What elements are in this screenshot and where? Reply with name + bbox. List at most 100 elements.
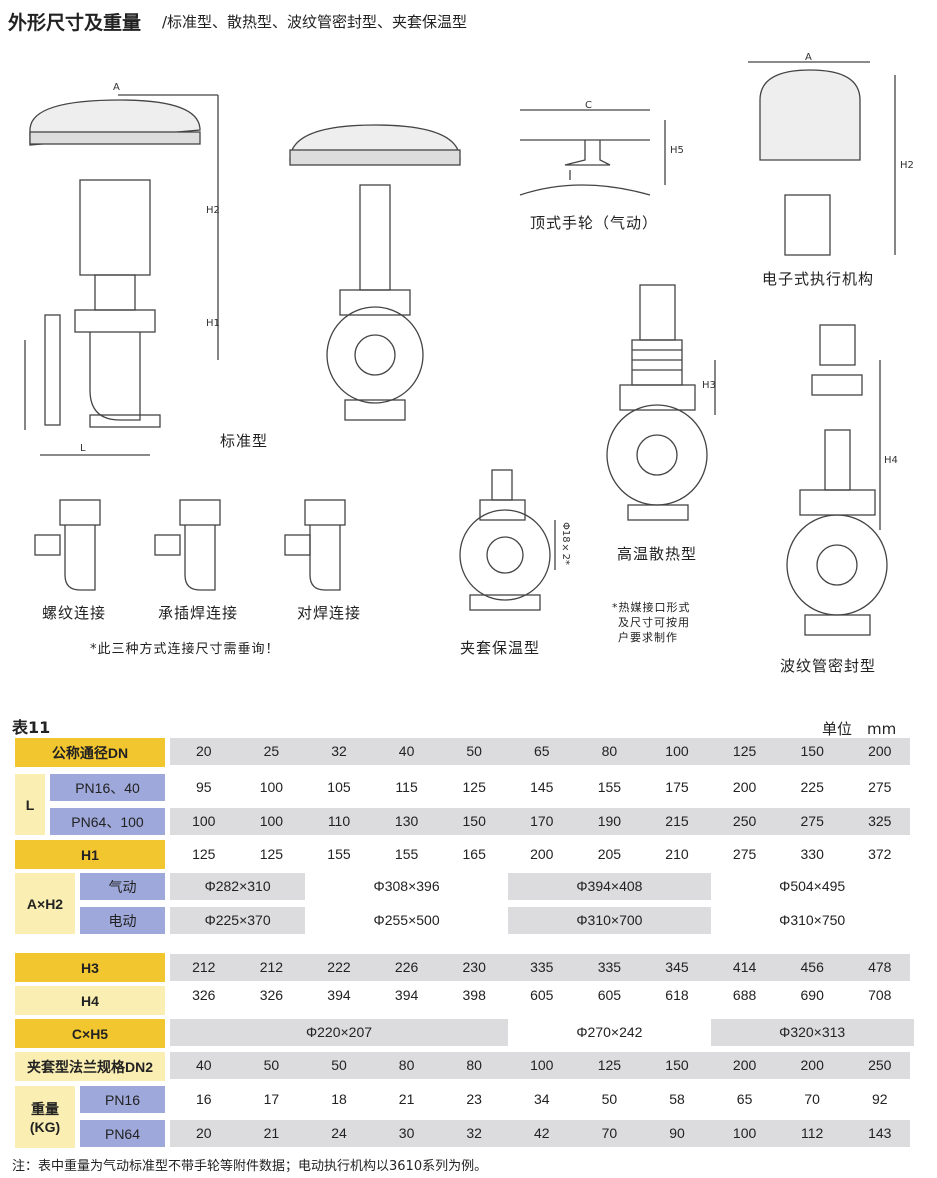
table-cell: 394 [394,987,419,1003]
label-l: L [15,774,45,835]
heat-note-line: 户要求制作 [618,631,678,644]
table-cell: 40 [196,1057,212,1073]
unit-label: 单位 mm [822,720,897,738]
table-cell: 100 [259,779,284,795]
cell-background [508,907,711,934]
table-cell: 20 [196,1125,212,1141]
table-cell: 125 [597,1057,622,1073]
top-handwheel-drawing [519,109,666,196]
table-cell: Φ308×396 [373,878,440,894]
table-cell: 90 [669,1125,685,1141]
connection-note: *此三种方式连接尺寸需垂询！ [90,642,280,657]
table-cell: 150 [665,1057,689,1073]
table-cell: 18 [331,1091,347,1107]
dim-h3: H3 [702,380,716,391]
table-cell: 230 [462,959,486,975]
table-cell: 335 [530,959,554,975]
caption-high-temp: 高温散热型 [617,545,698,563]
table-cell: 130 [394,813,419,829]
table-cell: 20 [196,743,212,759]
dim-h1: H1 [206,318,220,329]
table-cell: 205 [597,846,622,862]
caption-socket: 承插焊连接 [158,604,239,622]
dim-c: C [585,100,592,111]
table-cell: Φ270×242 [576,1024,643,1040]
table-cell: 150 [800,743,824,759]
table-cell: Φ225×370 [204,912,271,928]
table-cell: 200 [868,743,892,759]
table-cell: 32 [331,743,347,759]
table-cell: 58 [669,1091,685,1107]
dim-h2: H2 [206,205,220,216]
table-cell: 605 [530,987,554,1003]
table-cell: 17 [263,1091,280,1107]
table-cell: 165 [462,846,486,862]
label-electric: 电动 [80,907,165,934]
table-cell: 30 [398,1125,415,1141]
label-a-h2: A×H2 [15,873,75,934]
table-cell: 145 [530,779,554,795]
handwheel-drawing [289,124,461,421]
table-cell: 80 [398,1057,415,1073]
dim-a-electric: A [805,52,812,63]
table-cell: Φ310×700 [576,912,643,928]
table-cell: 32 [466,1125,482,1141]
header-dn: 公称通径DN [15,738,165,767]
row-background [170,1052,910,1079]
table-cell: 21 [398,1091,415,1107]
caption-butt: 对焊连接 [297,604,362,622]
table-cell: 175 [665,779,689,795]
table-cell: 115 [395,779,418,795]
table-cell: 105 [327,779,351,795]
table-cell: Φ255×500 [373,912,440,928]
table-cell: 605 [597,987,622,1003]
table-cell: 372 [868,846,892,862]
caption-bellows: 波纹管密封型 [780,657,877,675]
table-cell: 155 [394,846,419,862]
table-cell: 335 [597,959,622,975]
table-cell: 326 [192,987,216,1003]
cell-background [170,907,306,934]
table-cell: 80 [466,1057,482,1073]
caption-standard: 标准型 [220,432,269,450]
table-cell: 65 [736,1091,753,1107]
table-cell: 210 [665,846,689,862]
table-cell: 143 [868,1125,892,1141]
standard-valve-drawing [24,94,219,456]
table-cell: 125 [192,846,216,862]
cell-background [710,1019,914,1046]
table-cell: 690 [800,987,824,1003]
table-cell: Φ320×313 [779,1024,846,1040]
table-cell: 250 [732,813,757,829]
table-cell: Φ220×207 [305,1024,373,1040]
table-cell: 275 [800,813,824,829]
valve-drawings [24,61,896,636]
dim-h4: H4 [884,455,898,466]
heat-note-line: *热媒接口形式 [612,601,691,614]
table-cell: 100 [192,813,216,829]
table-cell: 95 [196,779,212,795]
table-cell: 23 [466,1091,482,1107]
table-cell: Φ282×310 [204,878,271,894]
table-cell: 222 [327,959,351,975]
label-h1: H1 [15,840,165,869]
table-cell: 24 [331,1125,347,1141]
label-pneumatic: 气动 [80,873,165,900]
label-dn2: 夹套型法兰规格DN2 [15,1052,165,1081]
table-cell: 155 [327,846,351,862]
table-cell: 190 [597,813,622,829]
table-cell: 110 [327,813,351,829]
table-cell: 330 [800,846,824,862]
label-weight-pn64: PN64 [80,1120,165,1147]
label-h3: H3 [15,953,165,982]
table-cell: 200 [732,1057,757,1073]
label-weight: 重量 (KG) [15,1086,75,1148]
table-cell: 50 [263,1057,280,1073]
table-cell: 155 [597,779,622,795]
heat-note-line: 及尺寸可按用 [618,616,690,629]
dim-l: L [80,443,86,454]
table-cell: 70 [601,1125,618,1141]
table-cell: 225 [800,779,824,795]
electronic-actuator-drawing [748,61,896,256]
table-cell: 70 [804,1091,820,1107]
